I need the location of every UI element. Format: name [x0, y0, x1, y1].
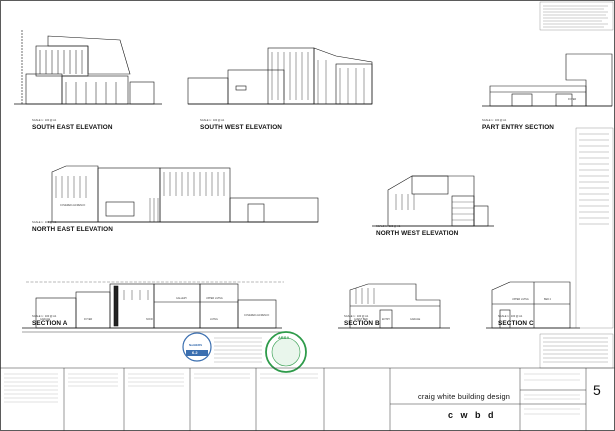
view-title-part-entry: PART ENTRY SECTION: [482, 124, 554, 131]
notes-panel: [539, 1, 614, 369]
scale-section-a: SCALE 1 : 100 @ A1: [32, 315, 57, 318]
room-label-upper-living: UPPER LIVING: [206, 297, 223, 300]
scale-section-c: SCALE 1 : 100 @ A1: [498, 315, 523, 318]
room-label-guest-bed: GUEST BED: [354, 318, 368, 321]
room-label-upper-living-c: UPPER LIVING: [512, 298, 529, 301]
room-label-garage: GARAGE: [40, 318, 51, 321]
room-label-entry: ENTRY: [382, 318, 391, 321]
room-label-foyer-entry: FOYER: [568, 98, 577, 101]
view-title-north-west: NORTH WEST ELEVATION: [376, 230, 459, 237]
section-b: [338, 283, 450, 329]
scale-part-entry: SCALE 1 : 100 @ A1: [482, 119, 507, 122]
absa-badge-label: ABSA: [278, 335, 290, 340]
title-block-grid: [0, 367, 615, 431]
view-title-north-east: NORTH EAST ELEVATION: [32, 226, 113, 233]
room-label-nook: NOOK: [146, 318, 154, 321]
south-west-elevation: [187, 47, 373, 105]
north-west-elevation: [372, 175, 494, 227]
south-east-elevation: [14, 30, 162, 105]
room-label-garage-b: GARAGE: [410, 318, 421, 321]
scale-south-west: SCALE 1 : 100 @ A1: [200, 119, 225, 122]
section-c: [486, 281, 580, 329]
scale-north-east: SCALE 1 : 100 @ A1: [32, 221, 57, 224]
room-label-foyer: FOYER: [84, 318, 93, 321]
room-label-living: LIVING: [210, 318, 218, 321]
north-east-elevation: [48, 165, 319, 223]
room-label-covered: COVERED ALFRESCO: [60, 204, 86, 207]
view-title-section-a: SECTION A: [32, 320, 68, 327]
sheet-number: 5: [593, 382, 601, 398]
nathers-badge: [182, 332, 212, 362]
badge-text-block: [214, 337, 262, 363]
absa-badge: [265, 331, 307, 373]
scale-south-east: SCALE 1 : 100 @ A1: [32, 119, 57, 122]
section-a: [22, 281, 284, 333]
room-label-gallery: GALLERY: [176, 297, 187, 300]
view-title-section-b: SECTION B: [344, 320, 380, 327]
nathers-star-rating: 6.2: [192, 350, 198, 355]
firm-name: craig white building design: [418, 392, 511, 401]
title-block-fine-text: [4, 373, 580, 415]
view-title-south-west: SOUTH WEST ELEVATION: [200, 124, 282, 131]
room-label-covered-alfresco: COVERED ALFRESCO: [244, 314, 270, 317]
scale-north-west: SCALE 1 : 100 @ A1: [376, 225, 401, 228]
firm-logo: c w b d: [448, 410, 497, 420]
view-title-section-c: SECTION C: [498, 320, 534, 327]
view-title-south-east: SOUTH EAST ELEVATION: [32, 124, 113, 131]
nathers-badge-label: NatHERS: [189, 343, 203, 347]
room-label-bed: BED 2: [544, 298, 551, 301]
scale-section-b: SCALE 1 : 100 @ A1: [344, 315, 369, 318]
part-entry-section: [482, 53, 613, 107]
